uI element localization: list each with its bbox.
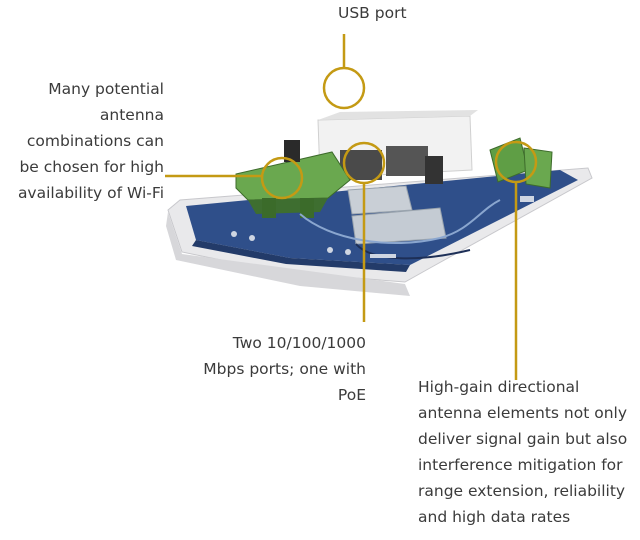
dc-jack [425,156,443,184]
component [370,254,396,258]
label-line: PoE [337,386,366,404]
label-line: High-gain directional [418,378,580,396]
label-line: be chosen for high [19,158,164,176]
label-line: Many potential [48,80,164,98]
antenna-connector [262,198,276,218]
label-line: availability of Wi-Fi [17,184,164,202]
component [231,231,237,237]
label-line: deliver signal gain but also [418,430,628,448]
label-line: antenna [99,106,164,124]
label-line: Mbps ports; one with [203,360,366,378]
callout-usb [322,34,366,110]
antenna-cable [355,243,471,260]
callout-ports [342,141,386,322]
label-line: USB port [338,4,407,22]
label-line: Two 10/100/1000 [232,334,366,352]
antenna-connector [300,198,314,218]
label-line: interference mitigation for [418,456,623,474]
label-line: and high data rates [418,508,571,526]
antenna-combinations-label: Many potential antenna combinations can … [0,76,164,206]
component [520,196,534,202]
circuit-board-shade [192,240,410,272]
rf-shield [351,207,447,245]
callout-gain [494,140,538,380]
component [249,235,255,241]
antenna-cable [299,199,501,245]
callout-antenna [165,156,304,200]
high-gain-antenna-label: High-gain directional antenna elements n… [418,374,640,530]
component [345,249,351,255]
rf-shield [347,185,413,215]
ethernet-port [386,146,428,176]
label-line: antenna elements not only [418,404,628,422]
label-line: range extension, reliability [418,482,626,500]
usb-housing-top [318,110,478,120]
ethernet-ports-label: Two 10/100/1000 Mbps ports; one with PoE [170,330,366,408]
device-casing-edge [166,212,410,296]
directional-antenna [523,147,553,189]
usb-port-label: USB port [338,0,407,26]
label-line: combinations can [26,132,164,150]
component [327,247,333,253]
capacitor [284,140,300,162]
antenna-board-shadow [248,198,328,214]
